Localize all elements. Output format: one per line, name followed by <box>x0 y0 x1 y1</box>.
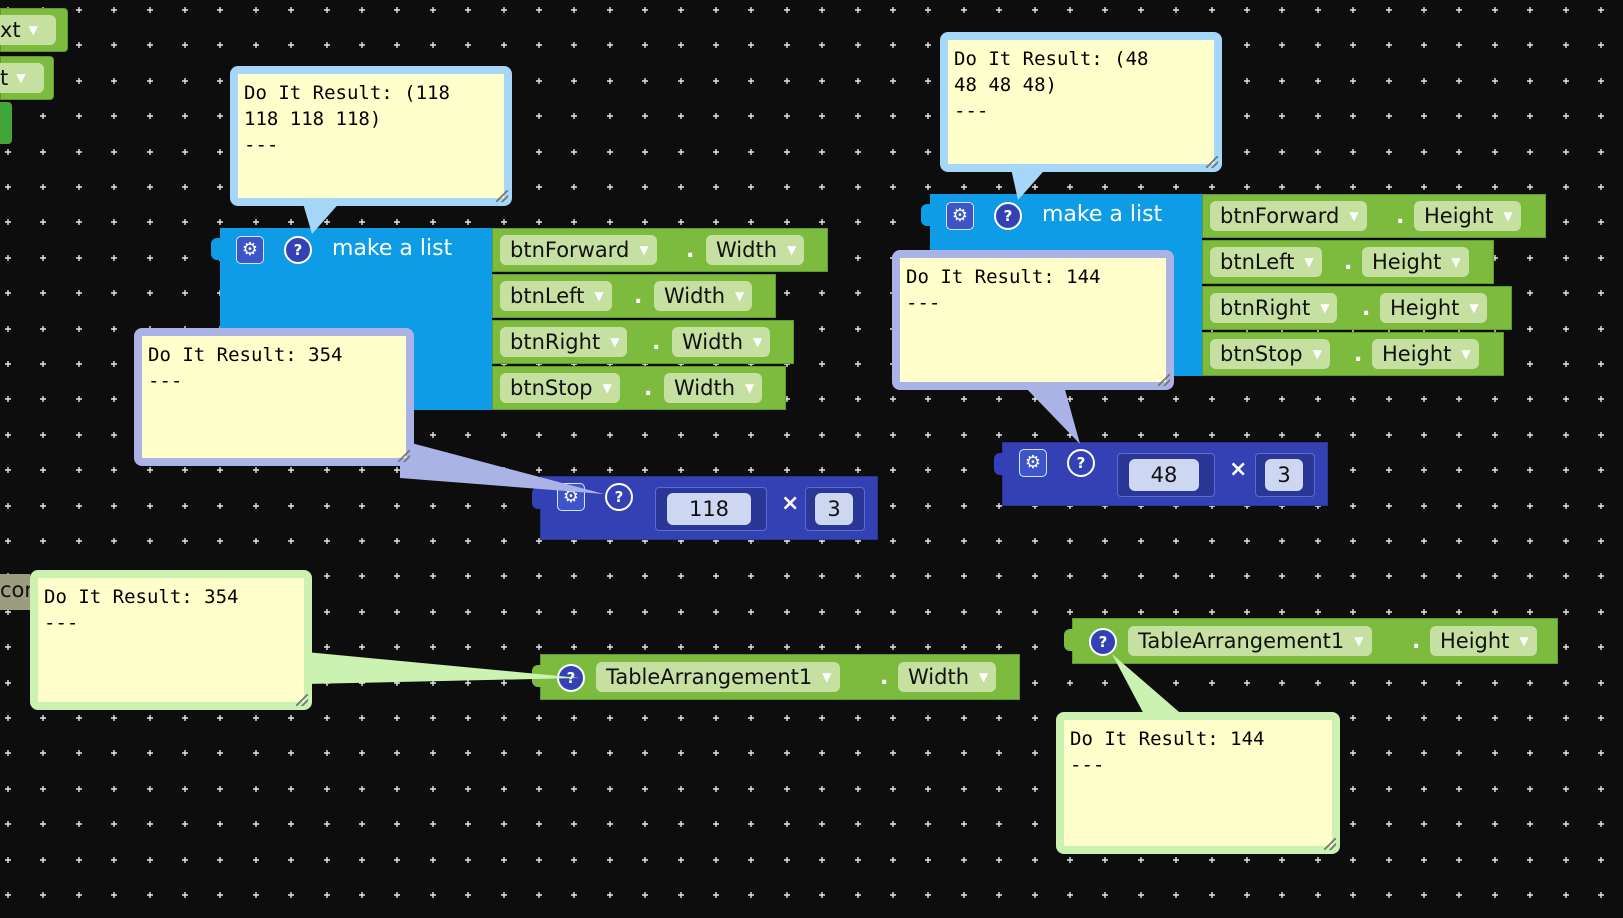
dropdown-arrow-icon: ▼ <box>28 23 38 37</box>
dot-separator: . <box>652 330 661 355</box>
number-field-right[interactable]: 3 <box>815 493 853 525</box>
gear-icon[interactable]: ⚙ <box>236 236 264 264</box>
edge-dropdown-1-label: xt <box>0 18 21 42</box>
comment-text[interactable]: Do It Result: (118 118 118 118) --- <box>238 74 504 198</box>
edge-dropdown-1[interactable]: xt ▼ <box>0 15 56 45</box>
number-field-left[interactable]: 118 <box>667 493 751 525</box>
comment-multiply-width[interactable]: Do It Result: 354 --- <box>134 328 414 466</box>
property-dropdown[interactable]: Height▼ <box>1414 201 1521 231</box>
dropdown-arrow-icon: ▼ <box>1320 301 1330 315</box>
dropdown-arrow-icon: ▼ <box>979 670 989 684</box>
property-dropdown[interactable]: Width▼ <box>706 235 805 265</box>
edge-block-3[interactable] <box>0 102 12 144</box>
dropdown-arrow-icon: ▼ <box>745 381 755 395</box>
comment-table-width[interactable]: Do It Result: 354 --- <box>30 570 312 710</box>
resize-handle-icon[interactable] <box>1206 156 1218 168</box>
dropdown-arrow-icon: ▼ <box>594 289 604 303</box>
dropdown-arrow-icon: ▼ <box>1349 209 1359 223</box>
dropdown-arrow-icon: ▼ <box>1503 209 1513 223</box>
comment-text[interactable]: Do It Result: 144 --- <box>1064 720 1332 846</box>
property-dropdown[interactable]: Height▼ <box>1372 339 1479 369</box>
dropdown-arrow-icon: ▼ <box>1312 347 1322 361</box>
gear-icon[interactable]: ⚙ <box>557 483 585 511</box>
component-dropdown[interactable]: btnRight▼ <box>500 327 628 357</box>
help-icon[interactable]: ? <box>557 664 585 692</box>
gear-icon[interactable]: ⚙ <box>946 202 974 230</box>
make-list-title: make a list <box>1042 202 1163 227</box>
property-dropdown[interactable]: Height▼ <box>1362 247 1469 277</box>
property-dropdown[interactable]: Width▼ <box>664 373 763 403</box>
multiply-operator: × <box>1229 457 1248 482</box>
dot-separator: . <box>686 238 695 263</box>
property-dropdown[interactable]: Height▼ <box>1380 293 1487 323</box>
dropdown-arrow-icon: ▼ <box>787 243 797 257</box>
dot-separator: . <box>644 376 653 401</box>
help-icon[interactable]: ? <box>994 202 1022 230</box>
help-icon[interactable]: ? <box>605 483 633 511</box>
comment-table-height[interactable]: Do It Result: 144 --- <box>1056 712 1340 854</box>
component-dropdown[interactable]: btnForward▼ <box>1210 201 1367 231</box>
property-dropdown[interactable]: Width▼ <box>672 327 771 357</box>
multiply-operator: × <box>781 491 800 516</box>
comment-make-list-width[interactable]: Do It Result: (118 118 118 118) --- <box>230 66 512 206</box>
number-field-right[interactable]: 3 <box>1265 459 1303 491</box>
comment-text[interactable]: Do It Result: 354 --- <box>142 336 406 458</box>
component-dropdown[interactable]: btnLeft▼ <box>500 281 612 311</box>
property-dropdown[interactable]: Width▼ <box>898 662 997 692</box>
dot-separator: . <box>1412 629 1421 654</box>
dropdown-arrow-icon: ▼ <box>1461 347 1471 361</box>
comment-text[interactable]: Do It Result: (48 48 48 48) --- <box>948 40 1214 164</box>
edge-dropdown-2[interactable]: t ▼ <box>0 63 44 93</box>
resize-handle-icon[interactable] <box>1158 374 1170 386</box>
component-dropdown[interactable]: TableArrangement1▼ <box>1128 626 1372 656</box>
component-dropdown[interactable]: btnLeft▼ <box>1210 247 1322 277</box>
component-dropdown[interactable]: btnRight▼ <box>1210 293 1338 323</box>
dropdown-arrow-icon: ▼ <box>16 71 26 85</box>
component-dropdown[interactable]: TableArrangement1▼ <box>596 662 840 692</box>
comment-text[interactable]: Do It Result: 354 --- <box>38 578 304 702</box>
edge-block-4-label: con <box>0 578 30 602</box>
property-dropdown[interactable]: Height▼ <box>1430 626 1537 656</box>
help-icon[interactable]: ? <box>284 236 312 264</box>
dot-separator: . <box>1354 342 1363 367</box>
resize-handle-icon[interactable] <box>496 190 508 202</box>
edge-dropdown-2-label: t <box>0 66 9 90</box>
component-dropdown[interactable]: btnStop▼ <box>500 373 620 403</box>
number-field-left[interactable]: 48 <box>1129 459 1199 491</box>
dot-separator: . <box>1396 204 1405 229</box>
dropdown-arrow-icon: ▼ <box>735 289 745 303</box>
dropdown-arrow-icon: ▼ <box>610 335 620 349</box>
component-dropdown[interactable]: btnStop▼ <box>1210 339 1330 369</box>
edge-block-4[interactable]: con <box>0 574 30 610</box>
property-dropdown[interactable]: Width▼ <box>654 281 753 311</box>
multiply-block-width[interactable]: ⚙ ? 118 × 3 <box>532 476 878 540</box>
help-icon[interactable]: ? <box>1067 449 1095 477</box>
comment-make-list-height[interactable]: Do It Result: (48 48 48 48) --- <box>940 32 1222 172</box>
dropdown-arrow-icon: ▼ <box>1469 301 1479 315</box>
dot-separator: . <box>1344 250 1353 275</box>
dropdown-arrow-icon: ▼ <box>1451 255 1461 269</box>
resize-handle-icon[interactable] <box>296 694 308 706</box>
help-icon[interactable]: ? <box>1089 628 1117 656</box>
dot-separator: . <box>634 284 643 309</box>
dropdown-arrow-icon: ▼ <box>639 243 649 257</box>
gear-icon[interactable]: ⚙ <box>1019 449 1047 477</box>
dropdown-arrow-icon: ▼ <box>602 381 612 395</box>
dropdown-arrow-icon: ▼ <box>1519 634 1529 648</box>
dot-separator: . <box>1362 296 1371 321</box>
dropdown-arrow-icon: ▼ <box>822 670 832 684</box>
dot-separator: . <box>880 665 889 690</box>
dropdown-arrow-icon: ▼ <box>1304 255 1314 269</box>
comment-text[interactable]: Do It Result: 144 --- <box>900 258 1166 382</box>
dropdown-arrow-icon: ▼ <box>1354 634 1364 648</box>
dropdown-arrow-icon: ▼ <box>753 335 763 349</box>
component-dropdown[interactable]: btnForward▼ <box>500 235 657 265</box>
resize-handle-icon[interactable] <box>1324 838 1336 850</box>
make-list-title: make a list <box>332 236 453 261</box>
comment-multiply-height[interactable]: Do It Result: 144 --- <box>892 250 1174 390</box>
multiply-block-height[interactable]: ⚙ ? 48 × 3 <box>994 442 1328 506</box>
resize-handle-icon[interactable] <box>398 450 410 462</box>
